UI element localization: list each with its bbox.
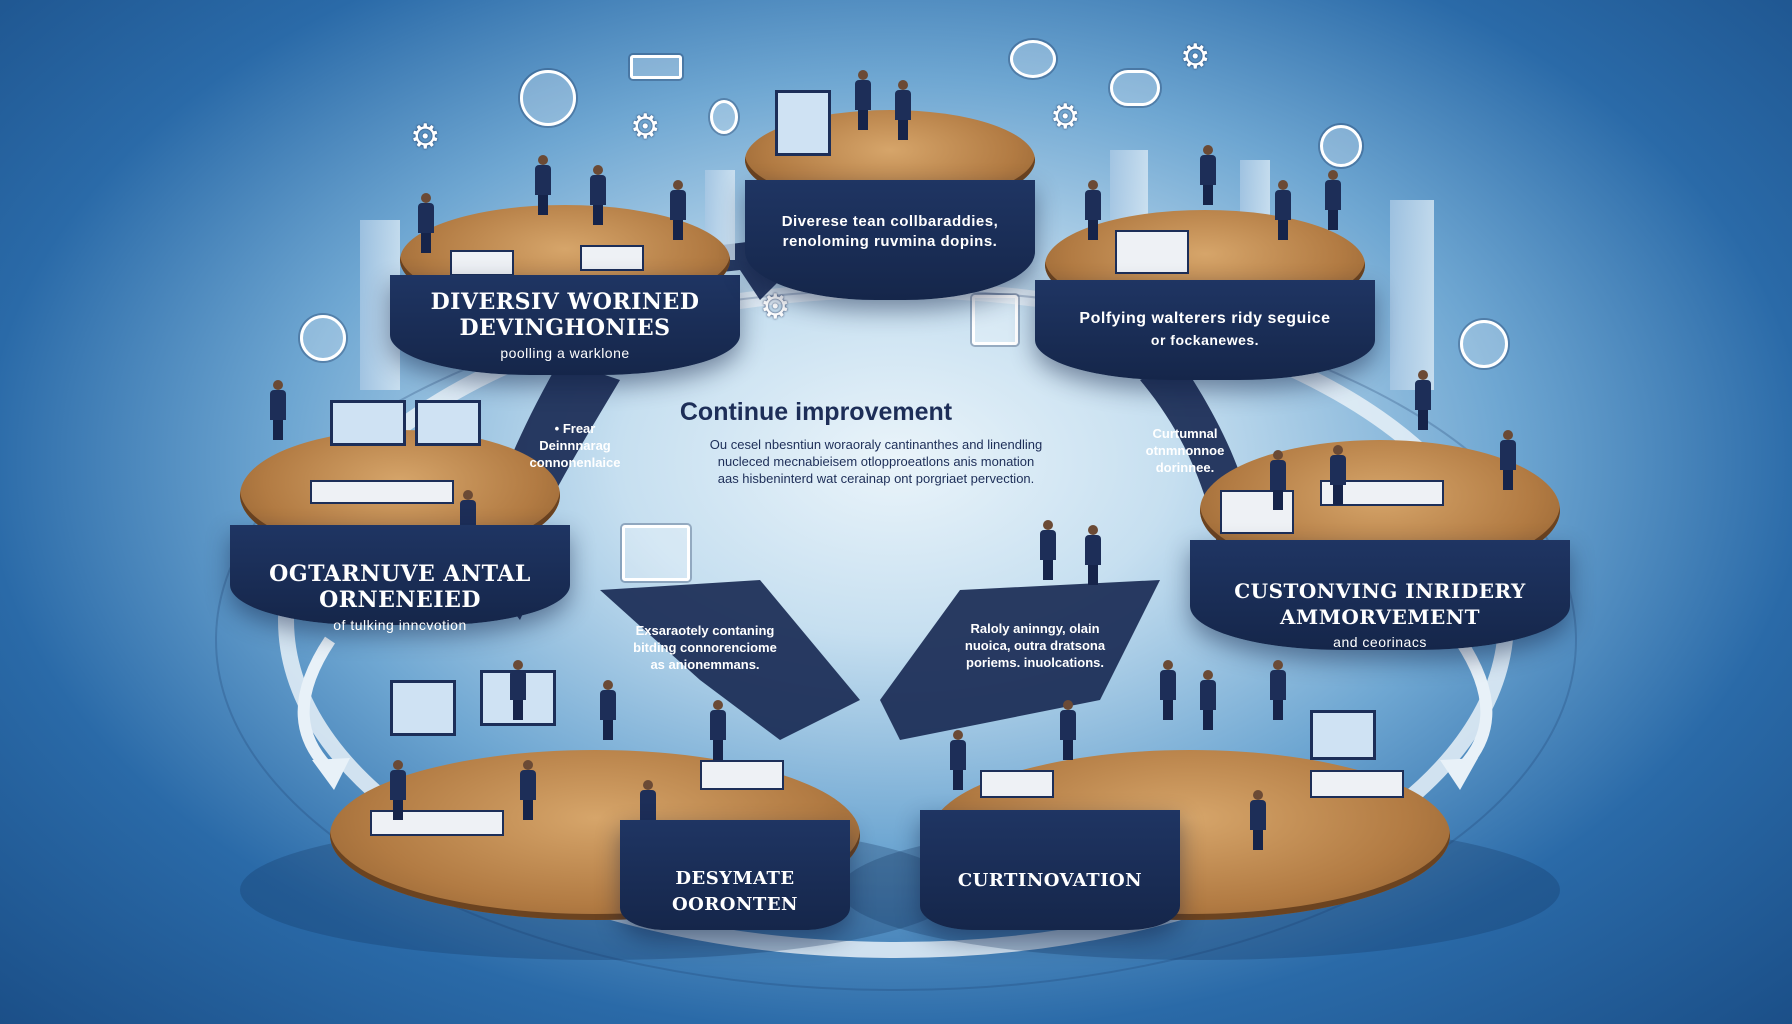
display-board — [1310, 710, 1376, 760]
arrow-bottom-left — [600, 580, 860, 740]
stage-title: DIVERSIV WORINED DEVINGHONIES — [430, 289, 700, 341]
stage-platform-mid-left: OGTARNUVE ANTAL ORNENEIED of tulking inn… — [230, 370, 570, 633]
stage-subtitle: and ceorinacs — [1333, 634, 1427, 650]
center-title: Continue improvement — [679, 398, 953, 426]
stage-platform-bottom-left: DESYMATE OORONTEN — [330, 640, 860, 960]
person — [590, 165, 606, 225]
stage-subtitle: of tulking inncvotion — [333, 617, 467, 633]
callout-right: Curtumnal otnmnonnoe dorinnee. — [1145, 426, 1225, 475]
desk — [1115, 230, 1189, 274]
arrow-bottom-right — [880, 580, 1160, 740]
skyline-building — [1390, 200, 1434, 390]
person — [520, 760, 536, 820]
display-board — [415, 400, 481, 446]
person — [1200, 670, 1216, 730]
desk — [370, 810, 504, 836]
person — [855, 70, 871, 130]
center-body: Ou cesel nbesntiun woraoraly cantinanthe… — [709, 437, 1043, 486]
stage-subtitle: or fockanewes. — [1150, 332, 1260, 348]
stage-platform-top-left: DIVERSIV WORINED DEVINGHONIES poolling a… — [390, 155, 740, 375]
person — [270, 380, 286, 440]
person — [1270, 450, 1286, 510]
display-board — [330, 400, 406, 446]
callout-bottom-right: Raloly aninngy, olain nuoica, outra drat… — [964, 621, 1106, 670]
stage-banner: CUSTONVING INRIDERY AMMORVEMENT and ceor… — [1190, 540, 1570, 650]
server-icon — [622, 525, 690, 581]
desk — [310, 480, 454, 504]
stage-banner: DIVERSIV WORINED DEVINGHONIES poolling a… — [390, 275, 740, 375]
stage-banner: OGTARNUVE ANTAL ORNENEIED of tulking inn… — [230, 525, 570, 633]
person — [710, 700, 726, 760]
person — [1270, 660, 1286, 720]
person — [950, 730, 966, 790]
stage-platform-mid-right: CUSTONVING INRIDERY AMMORVEMENT and ceor… — [1190, 360, 1570, 660]
stage-banner: DESYMATE OORONTEN — [620, 820, 850, 930]
stage-title: Diverese tean collbaraddies, renoloming … — [781, 213, 999, 250]
stage-title: OGTARNUVE ANTAL ORNENEIED — [269, 561, 531, 613]
person — [1415, 370, 1431, 430]
gear-icon: ⚙ — [630, 108, 661, 146]
person — [1200, 145, 1216, 205]
desk — [450, 250, 514, 276]
desk — [580, 245, 644, 271]
person — [535, 155, 551, 215]
display-board — [775, 90, 831, 156]
person — [1160, 660, 1176, 720]
target-icon — [1460, 320, 1508, 368]
person — [390, 760, 406, 820]
outer-arrow-left — [297, 636, 335, 775]
gear-icon: ⚙ — [760, 288, 791, 326]
callout-bottom-left: Exsaraotely contaning bitding connorenci… — [633, 623, 777, 672]
person — [670, 180, 686, 240]
stage-platform-bottom-right: CURTINOVATION — [920, 640, 1450, 970]
stage-banner: Polfying walterers ridy seguice or focka… — [1035, 280, 1375, 380]
stage-title: DESYMATE OORONTEN — [671, 868, 799, 915]
person — [418, 193, 434, 253]
person — [1500, 430, 1516, 490]
stage-platform-top-center: Diverese tean collbaraddies, renoloming … — [745, 70, 1035, 320]
stage-banner: Diverese tean collbaraddies, renoloming … — [745, 180, 1035, 300]
target-icon — [1320, 125, 1362, 167]
person — [1275, 180, 1291, 240]
cloud-icon — [1110, 70, 1160, 106]
stage-title: CURTINOVATION — [957, 870, 1143, 891]
stage-title: Polfying walterers ridy seguice — [1079, 310, 1331, 327]
person — [510, 660, 526, 720]
desk — [1310, 770, 1404, 798]
gear-icon: ⚙ — [410, 118, 441, 156]
person — [1060, 700, 1076, 760]
person — [1325, 170, 1341, 230]
stage-subtitle: poolling a warklone — [500, 345, 630, 361]
stage-banner: CURTINOVATION — [920, 810, 1180, 930]
callout-left: • Frear Deinnnarag connonenlaice — [529, 421, 621, 470]
gear-icon: ⚙ — [1050, 98, 1081, 136]
document-icon — [630, 55, 682, 79]
person — [1085, 525, 1101, 585]
desk — [700, 760, 784, 790]
target-icon — [300, 315, 346, 361]
stage-title: CUSTONVING INRIDERY AMMORVEMENT — [1234, 579, 1526, 629]
person — [1040, 520, 1056, 580]
lightbulb-icon — [710, 100, 738, 134]
person — [895, 80, 911, 140]
stage-platform-top-right: Polfying walterers ridy seguice or focka… — [1035, 145, 1375, 380]
person — [1085, 180, 1101, 240]
refresh-icon — [1010, 40, 1056, 78]
person — [1250, 790, 1266, 850]
compass-icon — [520, 70, 576, 126]
person — [1330, 445, 1346, 505]
server-icon — [972, 295, 1018, 345]
person — [600, 680, 616, 740]
desk — [980, 770, 1054, 798]
gear-icon: ⚙ — [1180, 38, 1211, 76]
display-board — [390, 680, 456, 736]
